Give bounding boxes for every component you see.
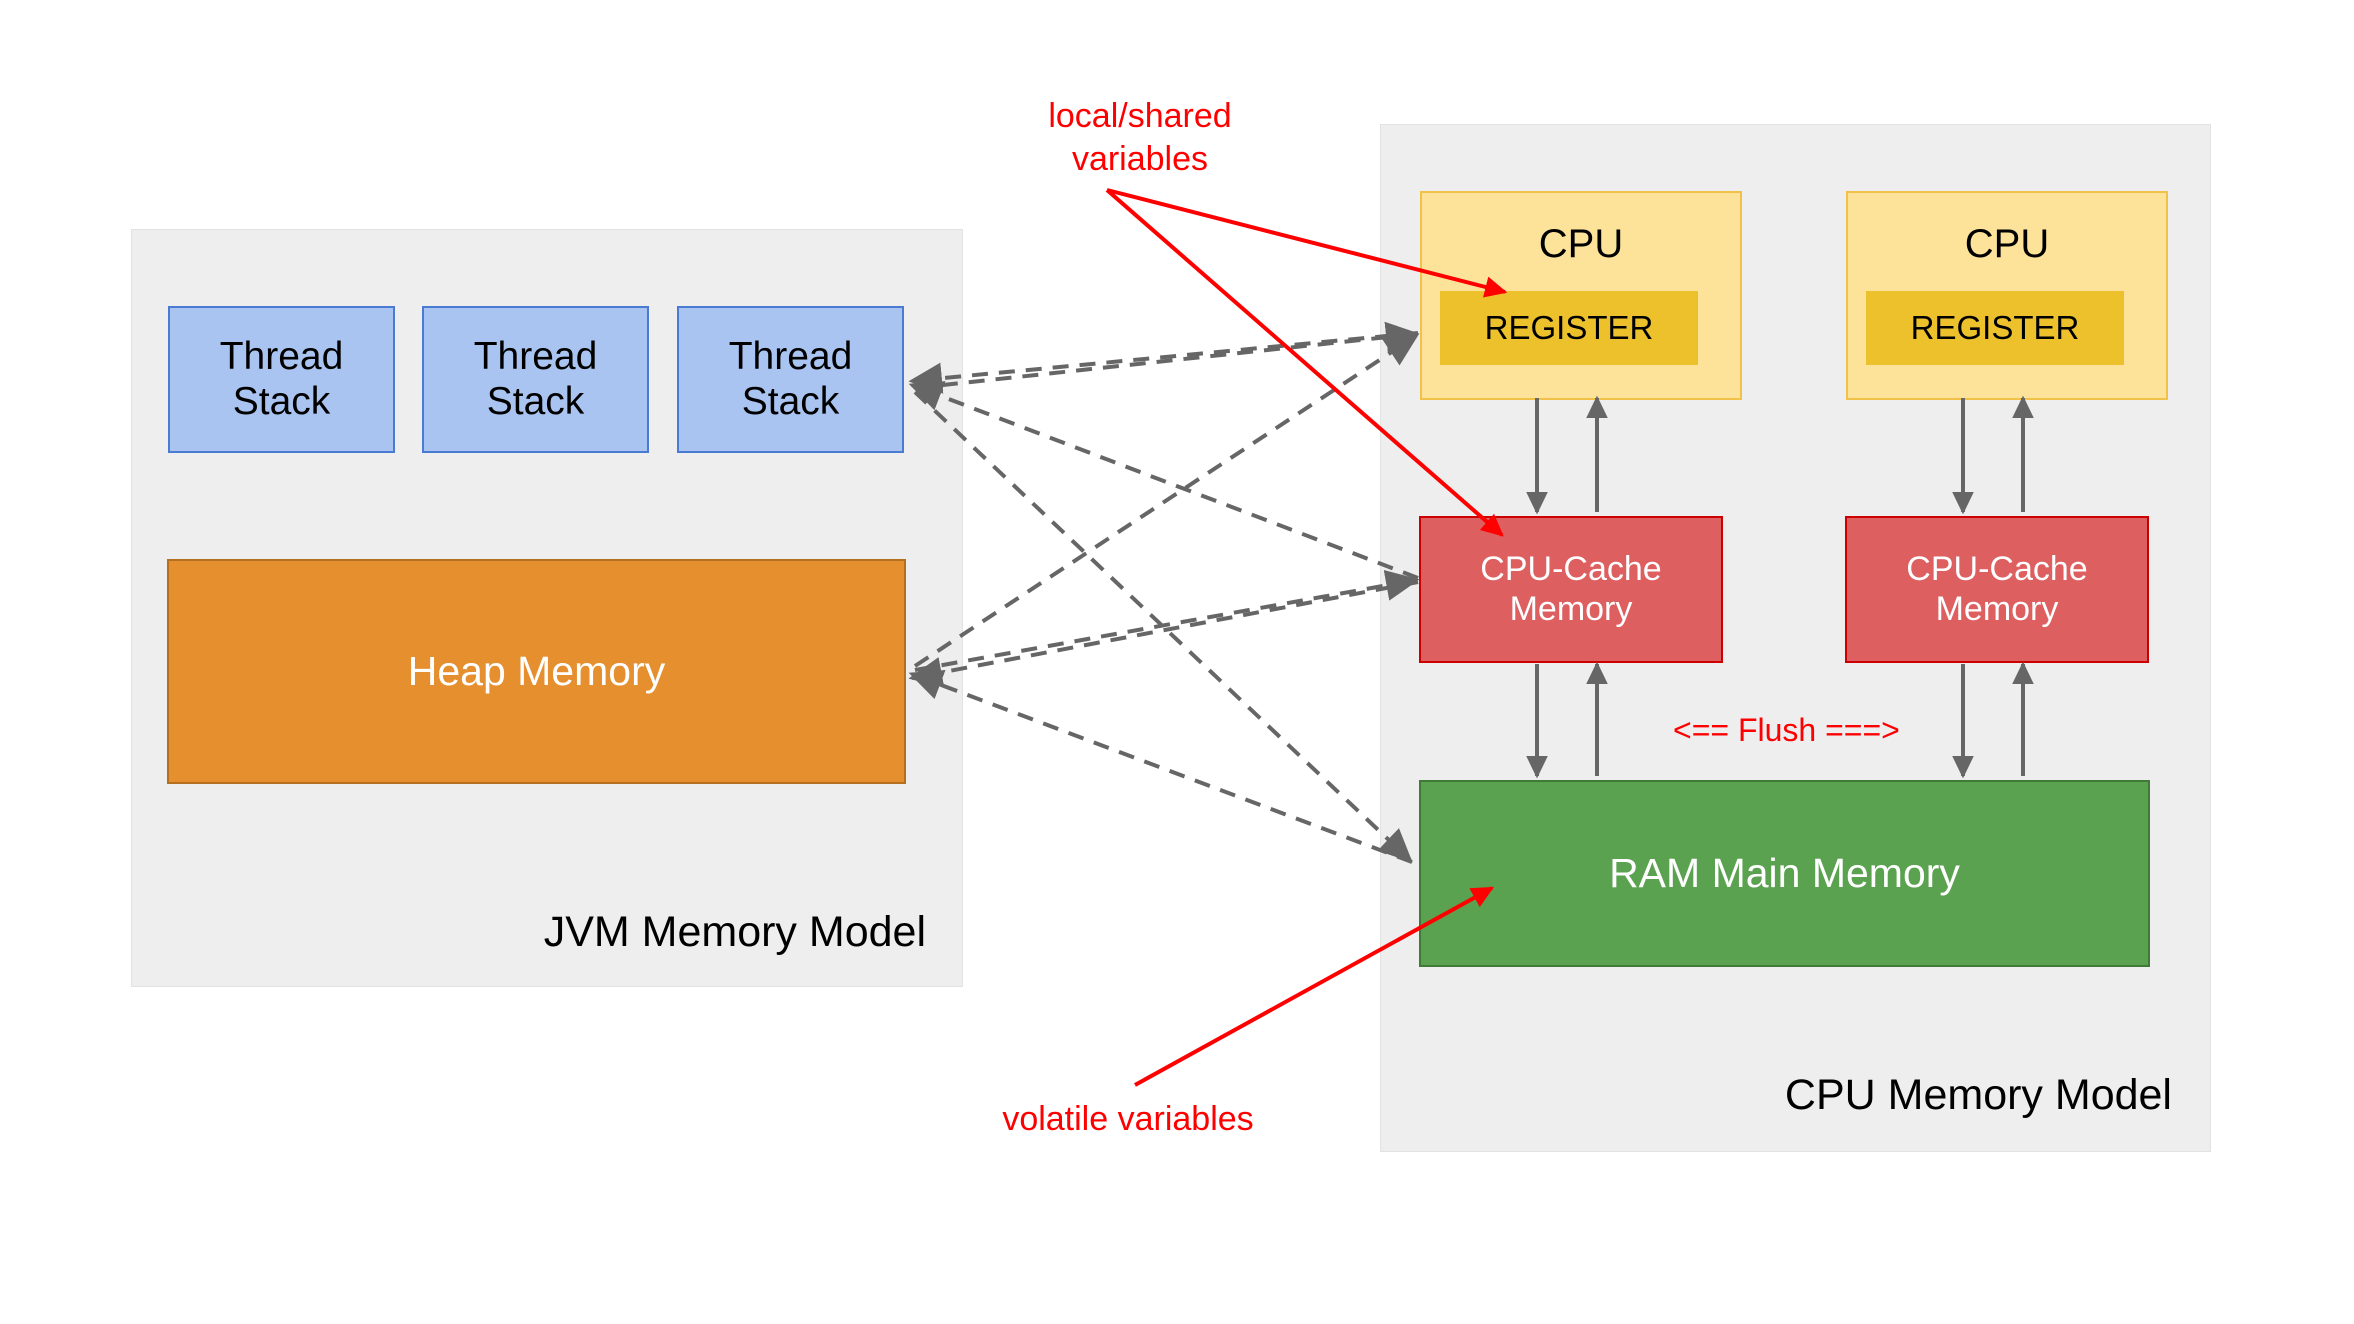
ram-main-memory-box: RAM Main Memory	[1419, 780, 2150, 967]
dashed-arrow-register-to-threadstack	[908, 331, 1419, 394]
dashed-arrow-cache-to-threadstack	[908, 381, 1419, 580]
thread-stack-box-2: Thread Stack	[422, 306, 649, 453]
dashed-arrow-heap-to-cache	[914, 569, 1420, 672]
dashed-arrow-cache-to-heap	[908, 580, 1419, 688]
register-box-2: REGISTER	[1866, 291, 2124, 365]
cpu-panel-title: CPU Memory Model	[1784, 1070, 2172, 1119]
dashed-connector-group	[908, 321, 1420, 864]
dashed-arrow-ram-to-heap	[908, 669, 1413, 864]
dashed-arrow-threadstack-to-register	[914, 321, 1420, 390]
cpu-cache-memory-box-1: CPU-Cache Memory	[1419, 516, 1723, 663]
flush-label: <== Flush ===>	[1673, 712, 1900, 748]
dashed-arrow-heap-to-register	[913, 334, 1420, 668]
dashed-arrow-threadstack-to-ram	[913, 390, 1413, 863]
local-shared-variables-label: local/shared variables	[1048, 97, 1232, 178]
thread-stack-box-1: Thread Stack	[168, 306, 395, 453]
thread-stack-box-3: Thread Stack	[677, 306, 904, 453]
jvm-panel-title: JVM Memory Model	[543, 907, 926, 956]
volatile-variables-label: volatile variables	[1002, 1100, 1254, 1138]
register-box-1: REGISTER	[1440, 291, 1698, 365]
heap-memory-box: Heap Memory	[167, 559, 906, 784]
cpu-cache-memory-box-2: CPU-Cache Memory	[1845, 516, 2149, 663]
